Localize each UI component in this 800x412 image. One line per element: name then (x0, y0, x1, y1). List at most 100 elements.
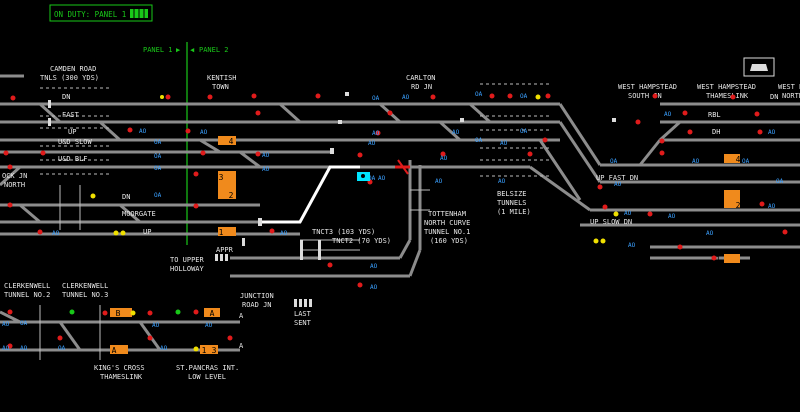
sent-label: SENT (294, 319, 312, 327)
signal-yellow-icon (193, 346, 199, 352)
ao-icon: AO (160, 345, 168, 352)
tottenham-label: TOTTENHAM (428, 210, 466, 218)
holloway-label: HOLLOWAY (170, 265, 205, 273)
svg-text:4: 4 (229, 137, 234, 146)
ao-icon: OA (520, 128, 528, 135)
ao-icon: AO (628, 242, 636, 249)
berth-7[interactable] (110, 308, 132, 317)
signal-red-icon (10, 95, 16, 101)
signal-red-icon (387, 110, 393, 116)
signal-yellow-icon (600, 238, 606, 244)
tnct2-label: TNCT2 (70 YDS) (332, 237, 391, 245)
signal-red-icon (185, 128, 191, 134)
dn-mid-label: DN (122, 193, 130, 201)
signals[interactable] (3, 93, 788, 352)
st-pancras-label: ST.PANCRAS INT. (176, 364, 239, 372)
north-curve-label: NORTH CURVE (424, 219, 470, 227)
signal-red-icon (40, 150, 46, 156)
signal-red-icon (7, 202, 13, 208)
ock-jn-label: OCK JN (2, 172, 27, 180)
berth-4[interactable] (724, 154, 740, 163)
signal-red-icon (507, 93, 513, 99)
signal-red-icon (200, 150, 206, 156)
signal-red-icon (165, 94, 171, 100)
ao-icon: AO (452, 129, 460, 136)
west-hampstead-sj-label: WEST HAMPSTEAD (618, 83, 677, 91)
belsize-label: BELSIZE (497, 190, 527, 198)
thameslink-label: THAMESLINK (706, 92, 749, 100)
ao-icon: AO (2, 321, 10, 328)
signal-red-icon (527, 151, 533, 157)
signal-red-icon (147, 310, 153, 316)
svg-text:3: 3 (212, 346, 217, 355)
signal-yellow-icon (613, 211, 619, 217)
tunnel-no1-label: TUNNEL NO.1 (424, 228, 470, 236)
train-icon[interactable] (357, 172, 370, 181)
on-duty-label: ON DUTY: PANEL 1 (54, 10, 126, 19)
berth-3[interactable] (218, 227, 236, 236)
signal-red-icon (102, 310, 108, 316)
ao-icon: OA (368, 175, 376, 182)
signal-red-icon (193, 309, 199, 315)
tunnel-markings (39, 83, 550, 360)
ao-icon: AO (378, 175, 386, 182)
fast-label: FAST (62, 111, 80, 119)
signal-red-icon (7, 343, 13, 349)
ao-icon: AO (205, 322, 213, 329)
carlton-label: CARLTON (406, 74, 436, 82)
ao-icon: AO (614, 181, 622, 188)
signal-yellow-icon (90, 193, 96, 199)
ao-icon: OA (776, 178, 784, 185)
svg-text:3: 3 (219, 173, 224, 182)
south-jn-label: SOUTH JN (628, 92, 662, 100)
svg-text:1: 1 (219, 228, 224, 237)
last-label: LAST (294, 310, 312, 318)
berth-5[interactable] (724, 190, 740, 208)
berth-10[interactable] (200, 345, 218, 354)
svg-text:1: 1 (202, 346, 207, 355)
on-duty-indicator[interactable]: ON DUTY: PANEL 1 (49, 4, 153, 22)
signal-red-icon (545, 93, 551, 99)
signal-yellow-icon (160, 95, 164, 99)
road-jn-label: ROAD JN (242, 301, 272, 309)
tnct3-label: TNCT3 (103 YDS) (312, 228, 375, 236)
clerkenwell3-label: CLERKENWELL (62, 282, 108, 290)
svg-text:A: A (112, 346, 117, 355)
junction-label: JUNCTION (240, 292, 274, 300)
signal-red-icon (659, 150, 665, 156)
ao-icon: AO (664, 111, 672, 118)
ao-icon: AO (768, 129, 776, 136)
west-hampstead-tl-label: WEST HAMPSTEAD (697, 83, 756, 91)
svg-text:B: B (116, 309, 121, 318)
svg-text:1: 1 (716, 255, 721, 264)
ao-icon: AO (52, 230, 60, 237)
camden-road-label: CAMDEN ROAD (50, 65, 96, 73)
svg-text:▶: ▶ (176, 46, 181, 54)
berth-1[interactable] (218, 136, 236, 145)
signal-red-icon (754, 111, 760, 117)
ao-icon: AO (402, 94, 410, 101)
ao-icon: OA (154, 153, 162, 160)
ao-indicators: AO OA OA OA OA AO AO AO AO AO OA AO AO O… (2, 91, 784, 352)
berth-9[interactable] (110, 345, 128, 354)
signal-red-icon (357, 152, 363, 158)
to-upper-label: TO UPPER (170, 256, 205, 264)
panel-boundary: PANEL 1 ▶ ◀ PANEL 2 (143, 42, 229, 245)
signal-red-icon (193, 203, 199, 209)
svg-text:4: 4 (736, 155, 741, 164)
berth-6[interactable] (724, 254, 740, 263)
berth-8[interactable] (204, 308, 220, 317)
svg-text:2: 2 (736, 201, 741, 210)
signal-red-icon (659, 138, 665, 144)
ao-icon: AO (370, 263, 378, 270)
160-yds-label: (160 YDS) (430, 237, 468, 245)
ao-icon: AO (440, 155, 448, 162)
signal-red-icon (711, 255, 717, 261)
berth-2[interactable] (218, 171, 236, 199)
panel-view-icon[interactable] (743, 57, 775, 77)
a1-label: A (239, 312, 244, 320)
signal-red-icon (652, 93, 658, 99)
ao-icon: OA (20, 320, 28, 327)
signal-yellow-icon (120, 230, 126, 236)
ao-icon: OA (475, 137, 483, 144)
